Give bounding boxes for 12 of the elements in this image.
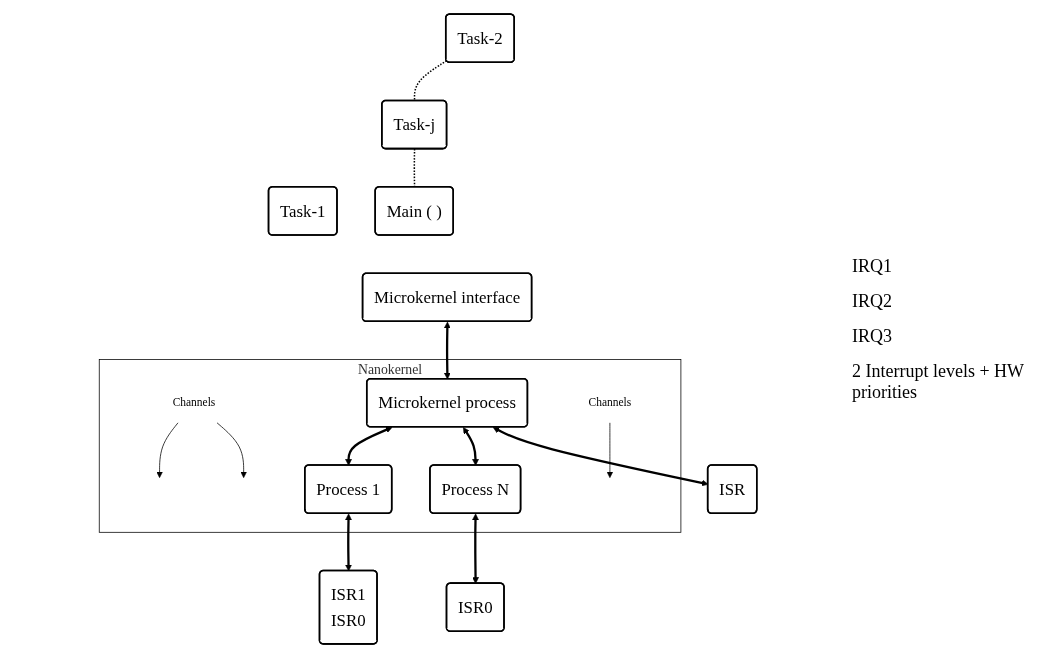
arrow (463, 427, 479, 466)
node-text: Channels (588, 396, 632, 409)
arrow (345, 426, 393, 466)
note-label: IRQ1 (851, 254, 893, 278)
node-text: Channels (172, 396, 216, 409)
arrow (472, 513, 479, 584)
note-label: IRQ3 (851, 324, 893, 348)
connector-line (413, 59, 448, 102)
note-label: 2 Interrupt levels + HW priorities (851, 359, 1025, 404)
arrow (443, 321, 451, 380)
arrow (345, 513, 352, 572)
note-label: IRQ2 (851, 289, 893, 313)
